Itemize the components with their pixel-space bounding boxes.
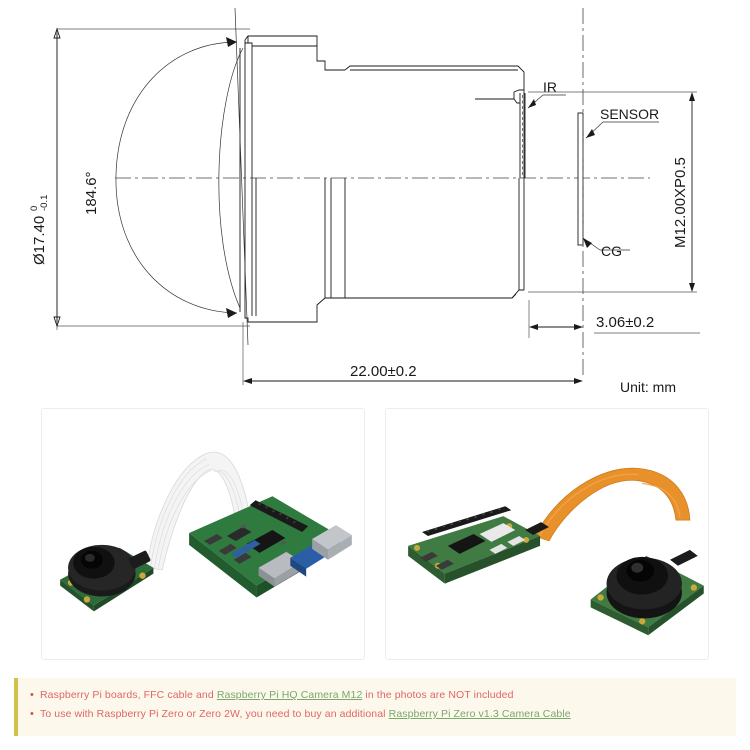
cg-label: CG — [601, 243, 622, 259]
fov-angle-label: 184.6° — [83, 171, 100, 215]
notice-item-1: • Raspberry Pi boards, FFC cable and Rasp… — [30, 686, 736, 705]
fov-value: 184.6° — [83, 171, 100, 215]
bullet-icon: • — [30, 708, 34, 720]
notice-1-text-before: Raspberry Pi boards, FFC cable and — [40, 689, 217, 701]
lens-vertex-reference-line — [234, 7, 249, 346]
field-of-view-arc — [115, 37, 244, 318]
technical-drawing: Ø17.40 0 -0.1 184.6° — [29, 7, 700, 395]
raspberry-pi-zero-board — [408, 506, 549, 584]
lens-body-outline — [239, 35, 526, 178]
unit-note: Unit: mm — [620, 379, 676, 395]
dimension-total-length: 22.00±0.2 — [242, 322, 583, 385]
camera-module-board — [60, 544, 154, 612]
callout-sensor: SENSOR — [585, 106, 659, 139]
camera-module-board-2 — [590, 549, 704, 636]
sensor-label: SENSOR — [600, 106, 659, 122]
notice-item-2: • To use with Raspberry Pi Zero or Zero 2… — [30, 705, 736, 724]
notice-1-text-after: in the photos are NOT included — [362, 689, 514, 701]
ir-label: IR — [543, 79, 557, 95]
photo-pizero-camera-illustration — [386, 409, 708, 659]
total-length-value: 22.00±0.2 — [350, 363, 417, 380]
dimension-diameter-arrow — [53, 27, 61, 328]
diameter-value: Ø17.40 — [31, 216, 48, 265]
link-pi-zero-camera-cable[interactable]: Raspberry Pi Zero v1.3 Camera Cable — [388, 708, 571, 720]
product-notice-box: • Raspberry Pi boards, FFC cable and Rasp… — [14, 678, 736, 736]
diameter-tol-lower: -0.1 — [39, 195, 50, 211]
dimension-diameter-label: Ø17.40 0 -0.1 — [29, 195, 50, 265]
link-hq-camera-m12[interactable]: Raspberry Pi HQ Camera M12 — [216, 689, 363, 701]
product-photo-gallery — [0, 408, 750, 670]
product-photo-2[interactable] — [385, 408, 709, 660]
raspberry-pi-board — [189, 496, 352, 598]
lens-body-outline-lower — [239, 178, 525, 323]
diameter-tol-upper: 0 — [29, 206, 40, 211]
ffc-cable-orange — [534, 467, 691, 542]
bullet-icon: • — [30, 689, 34, 701]
sensor-cover-glass — [577, 112, 584, 246]
dimension-thread: M12.00XP0.5 — [528, 91, 697, 293]
thread-value: M12.00XP0.5 — [672, 157, 689, 248]
dimension-back-focal: 3.06±0.2 — [528, 300, 700, 338]
photo-pi4-camera-illustration — [42, 409, 364, 659]
product-photo-1[interactable] — [41, 408, 365, 660]
callout-cg: CG — [582, 237, 630, 259]
notice-2-text-before: To use with Raspberry Pi Zero or Zero 2W… — [40, 708, 389, 720]
notice-list: • Raspberry Pi boards, FFC cable and Rasp… — [18, 686, 736, 724]
callout-ir: IR — [527, 79, 566, 109]
back-focal-value: 3.06±0.2 — [596, 314, 654, 331]
